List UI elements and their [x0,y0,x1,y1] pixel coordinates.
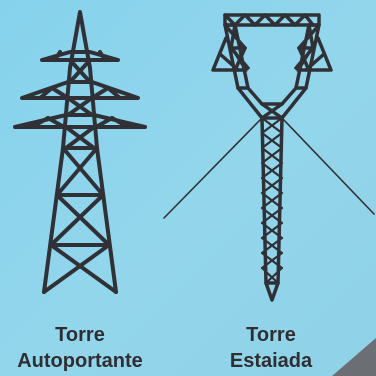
self-supporting-tower-caption: Torre Autoportante [5,322,155,374]
caption-line: Estaiada [229,350,313,372]
self-supporting-tower [13,10,147,294]
caption-line: Torre [246,324,296,346]
caption-line: Autoportante [17,350,143,372]
page-corner-fold [332,338,376,376]
caption-line: Torre [55,324,105,346]
guyed-tower [163,13,375,302]
guyed-tower-caption: Torre Estaiada [196,322,346,374]
